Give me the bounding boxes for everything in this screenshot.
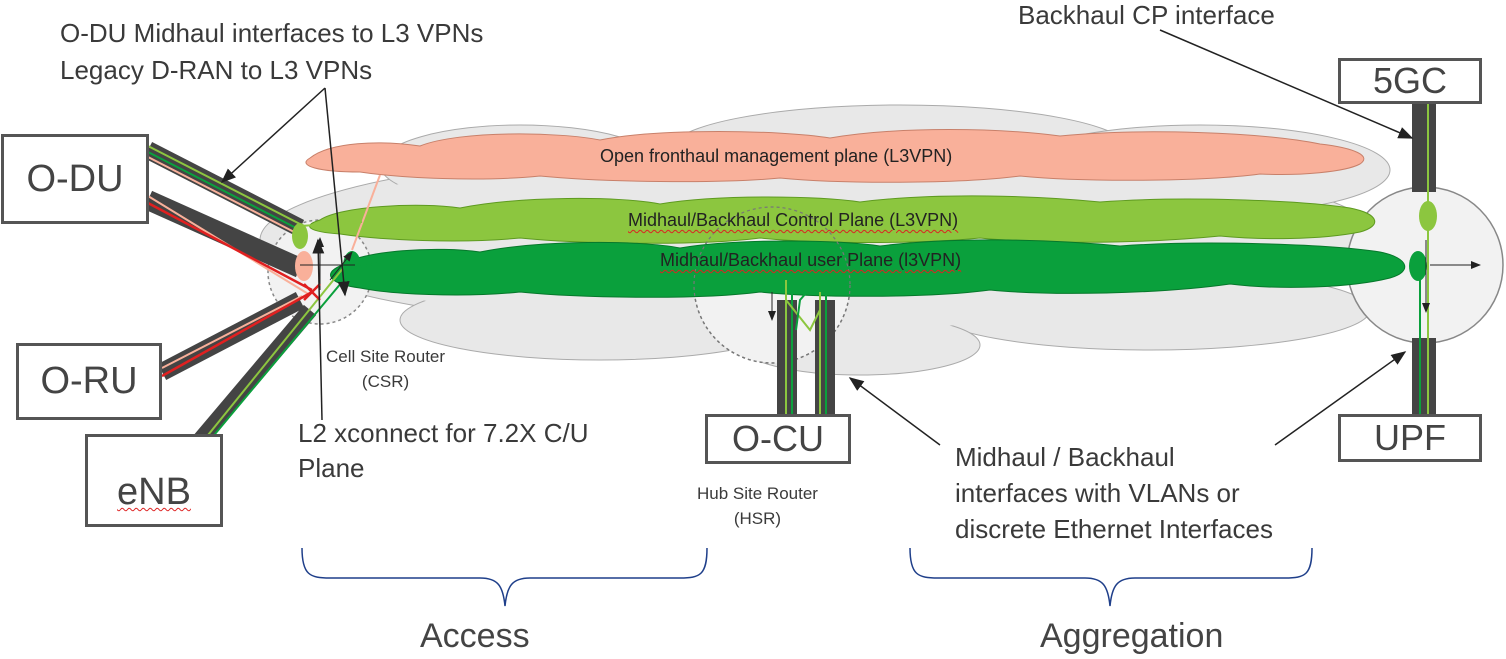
user-plane-label: Midhaul/Backhaul user Plane (l3VPN) <box>660 250 962 270</box>
upf-label: UPF <box>1374 417 1446 458</box>
core-column <box>1409 100 1481 418</box>
csr-label-line2: (CSR) <box>361 371 410 391</box>
oru-cables <box>157 290 313 380</box>
l2-xconnect-line2: Plane <box>298 453 365 484</box>
hsr-internals <box>768 269 835 415</box>
aggregation-label: Aggregation <box>1040 617 1224 655</box>
csr-label: Cell Site Router (CSR) <box>326 345 445 394</box>
midhaul-backhaul-annotation: Midhaul / Backhaul interfaces with VLANs… <box>955 440 1273 548</box>
control-plane-cloud <box>309 195 1376 244</box>
fivegc-node: 5GC <box>1338 58 1482 104</box>
user-plane-cloud <box>330 239 1406 298</box>
legacy-dran-annotation: Legacy D-RAN to L3 VPNs <box>60 55 372 86</box>
midhaul-backhaul-line1: Midhaul / Backhaul <box>955 442 1175 472</box>
midhaul-backhaul-line2: interfaces with VLANs or <box>955 477 1240 508</box>
hsr-label-line1: Hub Site Router <box>697 484 818 503</box>
oru-label: O-RU <box>40 360 138 402</box>
access-brace <box>301 547 708 607</box>
control-plane-label: Midhaul/Backhaul Control Plane (L3VPN) <box>628 210 959 230</box>
csr-internals <box>292 174 396 301</box>
enb-label: eNB <box>117 471 191 513</box>
oru-node: O-RU <box>16 343 162 420</box>
l2-xconnect-annotation: L2 xconnect for 7.2X C/U Plane <box>298 416 588 486</box>
aggregation-brace <box>909 547 1313 607</box>
fivegc-label: 5GC <box>1372 60 1448 101</box>
l2-xconnect-line1: L2 xconnect for 7.2X C/U <box>298 418 589 448</box>
odu-midhaul-annotation: O-DU Midhaul interfaces to L3 VPNs <box>60 18 483 49</box>
access-label: Access <box>420 617 530 655</box>
ocu-label: O-CU <box>732 418 824 459</box>
odu-midhaul-text: O-DU Midhaul interfaces to L3 VPNs <box>60 18 484 48</box>
csr-label-line1: Cell Site Router <box>326 347 446 366</box>
management-plane-cloud <box>305 129 1365 183</box>
odu-label: O-DU <box>26 157 124 200</box>
odu-node: O-DU <box>1 134 149 224</box>
hsr-label-line2: (HSR) <box>733 508 782 528</box>
odu-cables <box>143 141 313 296</box>
legacy-dran-text: Legacy D-RAN to L3 VPNs <box>60 55 373 85</box>
midhaul-backhaul-line3: discrete Ethernet Interfaces <box>955 513 1273 544</box>
annotation-arrows <box>220 29 1414 446</box>
management-plane-label: Open fronthaul management plane (L3VPN) <box>600 146 953 166</box>
ocu-node: O-CU <box>705 414 851 464</box>
backhaul-cp-text: Backhaul CP interface <box>1018 0 1275 30</box>
enb-node: eNB <box>85 434 223 527</box>
upf-node: UPF <box>1338 414 1482 462</box>
backhaul-cp-annotation: Backhaul CP interface <box>1018 0 1275 31</box>
hsr-label: Hub Site Router (HSR) <box>697 482 818 531</box>
enb-cables <box>193 261 353 446</box>
